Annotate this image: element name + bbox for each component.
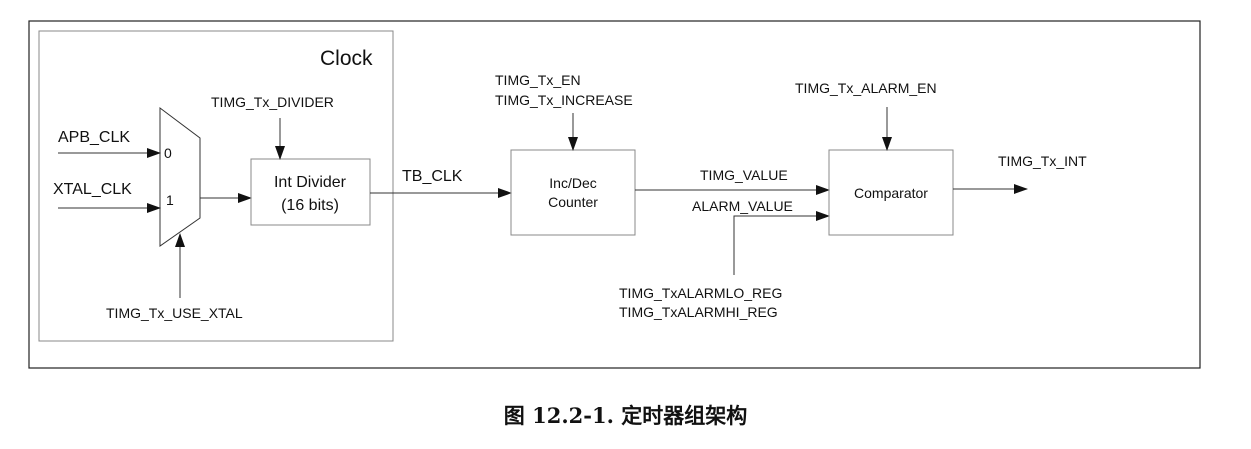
divider-block (250, 158, 371, 226)
tb-clk-label: TB_CLK (402, 168, 463, 185)
clock-block (38, 30, 394, 342)
counter-control-label-2: TIMG_Tx_INCREASE (495, 92, 633, 108)
divider-label-1: Int Divider (274, 174, 347, 191)
divider-control-label: TIMG_Tx_DIVIDER (211, 94, 334, 110)
outer-frame (28, 20, 1201, 369)
alarm-reg-label-1: TIMG_TxALARMLO_REG (619, 285, 782, 301)
clock-block-title: Clock (320, 47, 373, 70)
alarm-reg-label-2: TIMG_TxALARMHI_REG (619, 304, 778, 320)
mux-select-label: TIMG_Tx_USE_XTAL (106, 305, 243, 321)
mux-port0-label: 0 (164, 145, 172, 161)
alarm-value-line (733, 211, 830, 275)
counter-block (510, 149, 636, 236)
figure-caption: 图 12.2-1. 定时器组架构 (503, 403, 748, 428)
mux-port1-label: 1 (166, 192, 174, 208)
mux-input0-label: APB_CLK (58, 129, 130, 146)
counter-control-label-1: TIMG_Tx_EN (495, 72, 581, 88)
divider-label-2: (16 bits) (281, 197, 339, 214)
comparator-label: Comparator (854, 185, 928, 201)
timg-value-label: TIMG_VALUE (700, 167, 788, 183)
alarm-en-label: TIMG_Tx_ALARM_EN (795, 80, 937, 96)
alarm-value-label: ALARM_VALUE (692, 198, 793, 214)
mux-shape (159, 107, 201, 247)
counter-label-1: Inc/Dec (549, 175, 596, 191)
timg-int-label: TIMG_Tx_INT (998, 153, 1087, 169)
counter-label-2: Counter (548, 194, 598, 210)
mux-input1-label: XTAL_CLK (53, 181, 132, 198)
